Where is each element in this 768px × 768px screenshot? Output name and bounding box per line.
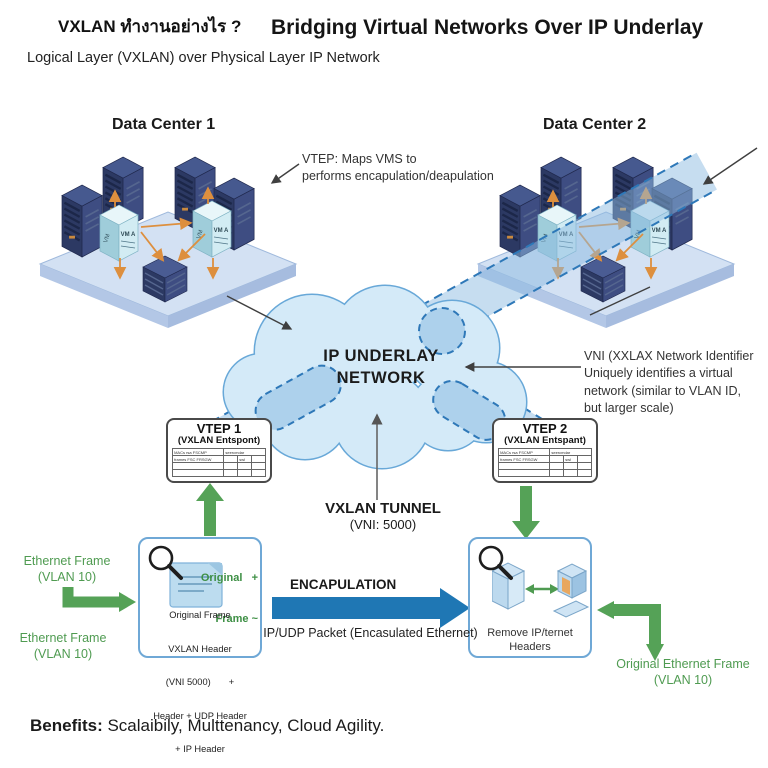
page-subtitle: Logical Layer (VXLAN) over Physical Laye… [27,50,380,66]
vni-note-line1: VNI (XXLAX Network Identifier [584,349,754,363]
vm-label: VM A [214,228,229,234]
vni-note-line3: network (similar to VLAN ID, [584,383,741,398]
vm-label: VM A [121,232,136,238]
page-title: Bridging Virtual Networks Over IP Underl… [271,16,704,39]
cloud-label-line2: NETWORK [337,369,426,387]
benefits-line: Benefits: Scalaibily, Multtenancy, Cloud… [30,716,384,736]
vtep1-subtitle: (VXLAN Entspont) [177,434,261,446]
vm-connection-arrows [108,186,220,280]
datacenter1-heading: Data Center 1 [112,116,216,133]
benefits-text: Scalaibily, Multtenancy, Cloud Agility. [107,716,385,735]
encapsulation-label: ENCAPULATION [290,577,397,592]
ethernet-frame-label-top: Ethernet Frame (VLAN 10) [23,554,111,585]
vm-side-label: VM [634,229,642,239]
ethernet-frame-label-bottom: Ethernet Frame (VLAN 10) [19,631,107,662]
cloud-label-line1: IP UNDERLAY [323,347,439,365]
vm-label: VM A [559,232,574,238]
decap-down-arrow [512,486,540,539]
tunnel-title: VXLAN TUNNEL [325,500,441,517]
vtep1-box: VTEP 1 (VXLAN Entspont) MACs rsa FSCMP s… [166,418,272,483]
vtep2-title: VTEP 2 [522,421,568,436]
title-thai: VXLAN ทำงานอย่างไร ? [58,17,242,36]
encap-header-lines: Original Frame VXLAN Header (VNI 5000) +… [153,610,247,755]
original-ethernet-frame-label: Original Ethernet Frame (VLAN 10) [616,657,750,688]
vni-note: VNI (XXLAX Network Identifier Uniquely i… [584,348,754,417]
encapsulation-arrow [272,588,470,628]
original-frame-label: Original + Frame ~ [200,571,258,625]
encap-detail-box: Original + Frame ~ Original Frame VXLAN … [138,537,262,754]
vm-side-label: VM [103,233,111,243]
vm-connection-arrows [546,186,658,280]
vtep2-box: VTEP 2 (VXLAN Entspant) MACs rsa FSCMP s… [492,418,598,483]
datacenter2-heading: Data Center 2 [543,116,647,133]
magnifier-icon [478,545,513,580]
document-icon [169,562,223,608]
vni-note-line4: but larger scale) [584,400,674,415]
vtep1-mapping-table: MACs rsa FSCMP seercmdar frames FSC FRSG… [172,448,266,478]
datacenter1-illustration: VM A VM A VM VM [39,155,297,329]
vxlan-tunnel-label: VXLAN TUNNEL (VNI: 5000) [300,500,466,532]
remove-headers-label: Remove IP/ternet Headers [487,627,573,653]
vni-note-line2: Uniquely identifies a virtual [584,366,733,381]
vtep2-mapping-table: MACs rsa FSCMP seercmdar frames FSC FRSG… [498,448,592,478]
tunnel-vni: (VNI: 5000) [349,517,417,532]
vm-side-label: VM [541,233,549,243]
encap-up-arrow [196,483,224,536]
vtep-note-line2: performs encapulation/deapulation [302,169,494,184]
datacenter2-illustration: VM A VM A VM VM [477,155,735,329]
vtep-note: VTEP: Maps VMS to performs encapulation/… [302,151,494,186]
vm-side-label: VM [196,229,204,239]
magnifier-icon [148,545,183,580]
vm-label: VM A [652,228,667,234]
vtep-note-line1: VTEP: Maps VMS to [302,152,417,166]
vtep2-subtitle: (VXLAN Entspant) [504,434,586,446]
decap-detail-box: Remove IP/ternet Headers [468,537,592,658]
tunnel-segments-in-cloud [254,307,507,441]
encapsulation-sublabel: IP/UDP Packet (Encasulated Ethernet) [263,626,478,640]
benefits-label: Benefits: [30,716,103,735]
decap-cubes-icon [492,562,590,618]
vtep1-title: VTEP 1 [196,421,242,436]
